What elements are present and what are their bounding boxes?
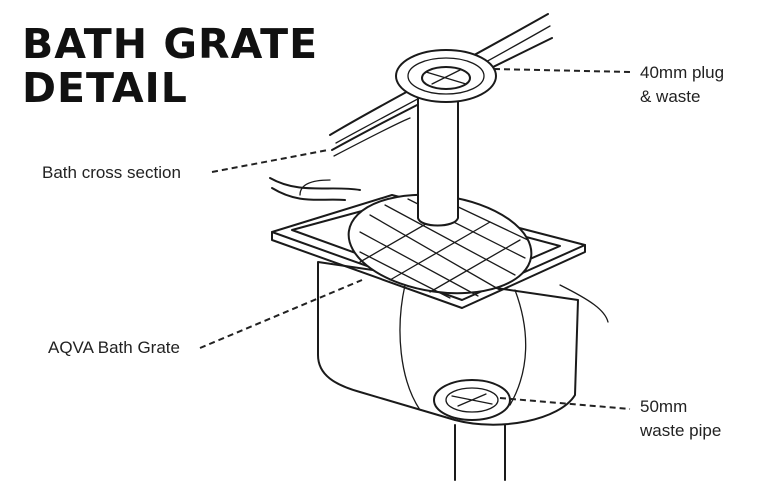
label-waste-pipe-line-1: 50mm — [640, 397, 688, 416]
label-waste-pipe-line-2: waste pipe — [640, 421, 722, 440]
grate-plate-drawing — [271, 179, 609, 323]
leader-line-waste-pipe — [499, 397, 631, 410]
title-line-2: DETAIL — [22, 64, 188, 112]
leader-line-plug — [493, 68, 631, 73]
label-bath-cross-section: Bath cross section — [42, 163, 181, 182]
bath-cross-section-drawing — [269, 13, 553, 201]
leader-line-bath-cross-section — [211, 149, 329, 173]
label-plug-line-2: & waste — [640, 87, 701, 106]
plug-and-waste-drawing — [395, 49, 497, 227]
label-plug-line-1: 40mm plug — [640, 63, 725, 82]
title-line-1: BATH GRATE — [22, 20, 319, 68]
label-aqva-bath-grate: AQVA Bath Grate — [48, 338, 180, 357]
waste-body-drawing — [317, 261, 579, 481]
